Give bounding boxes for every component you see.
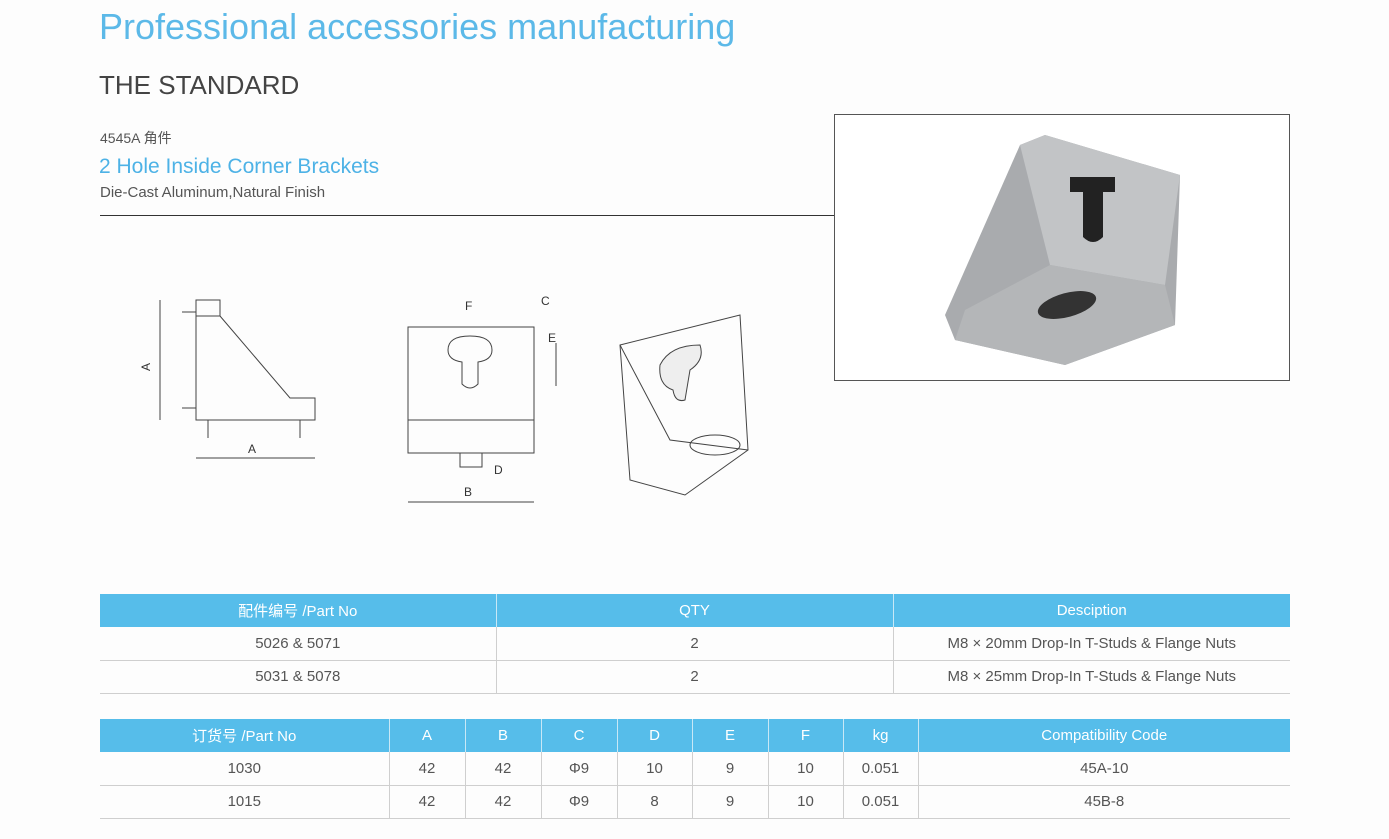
table-cell: 10 [767,785,843,819]
column-header: QTY [495,594,893,627]
product-material: Die-Cast Aluminum,Natural Finish [100,184,326,201]
section-title: THE STANDARD [99,70,300,100]
table-cell: 2 [495,660,893,694]
table-cell: 5026 & 5071 [100,627,496,661]
label-f: F [465,299,472,313]
column-header: D [616,719,692,752]
table-cell: 5031 & 5078 [100,660,496,694]
column-header: F [767,719,843,752]
column-header: B [464,719,541,752]
table-cell: 42 [464,785,541,819]
column-header: kg [842,719,918,752]
table-cell: 10 [767,752,843,786]
divider [100,215,835,216]
product-photo [834,114,1290,381]
table-cell: 10 [616,752,692,786]
spec-table: 订货号 /Part No A B C D E F kg Compatibilit… [100,719,1290,819]
table-cell: Φ9 [540,785,617,819]
table-cell: 2 [495,627,893,661]
label-a-vertical: A [139,363,153,371]
technical-drawings: A A F C E D B [139,294,749,503]
bracket-photo-image [945,135,1180,365]
column-header: C [540,719,617,752]
table-cell: 9 [691,752,768,786]
table-row: 5026 & 5071 2 M8 × 20mm Drop-In T-Studs … [100,627,1290,661]
column-header: Desciption [892,594,1290,627]
label-d: D [494,463,503,477]
table-cell: 42 [388,785,465,819]
hardware-table: 配件编号 /Part No QTY Desciption 5026 & 5071… [100,594,1290,694]
table-cell: 42 [388,752,465,786]
table-cell: 9 [691,785,768,819]
table-cell: M8 × 20mm Drop-In T-Studs & Flange Nuts [892,627,1290,661]
table-row: 1015 42 42 Φ9 8 9 10 0.051 45B-8 [100,785,1290,819]
table-row: 5031 & 5078 2 M8 × 25mm Drop-In T-Studs … [100,660,1290,694]
table-cell: 0.051 [842,752,918,786]
table-cell: 45A-10 [917,752,1290,786]
column-header: Compatibility Code [917,719,1290,752]
table-header-row: 订货号 /Part No A B C D E F kg Compatibilit… [100,719,1290,752]
label-e: E [548,331,556,345]
column-header: E [691,719,768,752]
table-cell: 8 [616,785,692,819]
product-code: 4545A 角件 [100,130,172,146]
table-header-row: 配件编号 /Part No QTY Desciption [100,594,1290,627]
label-a-horizontal: A [248,442,256,456]
table-cell: 45B-8 [917,785,1290,819]
column-header: 订货号 /Part No [100,719,389,752]
table-cell: 1030 [100,752,389,786]
product-name: 2 Hole Inside Corner Brackets [99,155,380,178]
label-c: C [541,294,550,308]
column-header: 配件编号 /Part No [100,594,496,627]
table-cell: M8 × 25mm Drop-In T-Studs & Flange Nuts [892,660,1290,694]
table-cell: 1015 [100,785,389,819]
table-cell: Φ9 [540,752,617,786]
label-b: B [464,485,472,499]
table-cell: 0.051 [842,785,918,819]
page-title: Professional accessories manufacturing [99,6,736,47]
table-cell: 42 [464,752,541,786]
table-row: 1030 42 42 Φ9 10 9 10 0.051 45A-10 [100,752,1290,786]
column-header: A [388,719,465,752]
